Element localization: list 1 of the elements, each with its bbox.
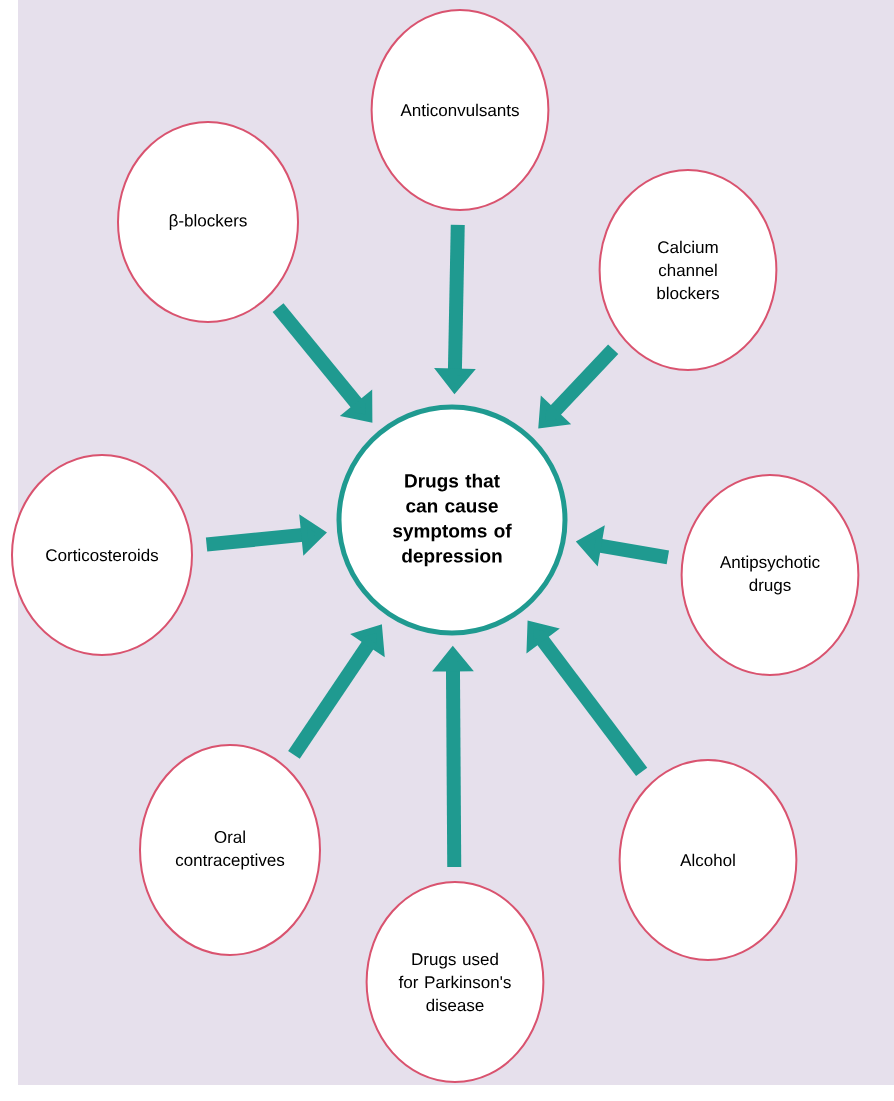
arrow	[538, 344, 619, 429]
